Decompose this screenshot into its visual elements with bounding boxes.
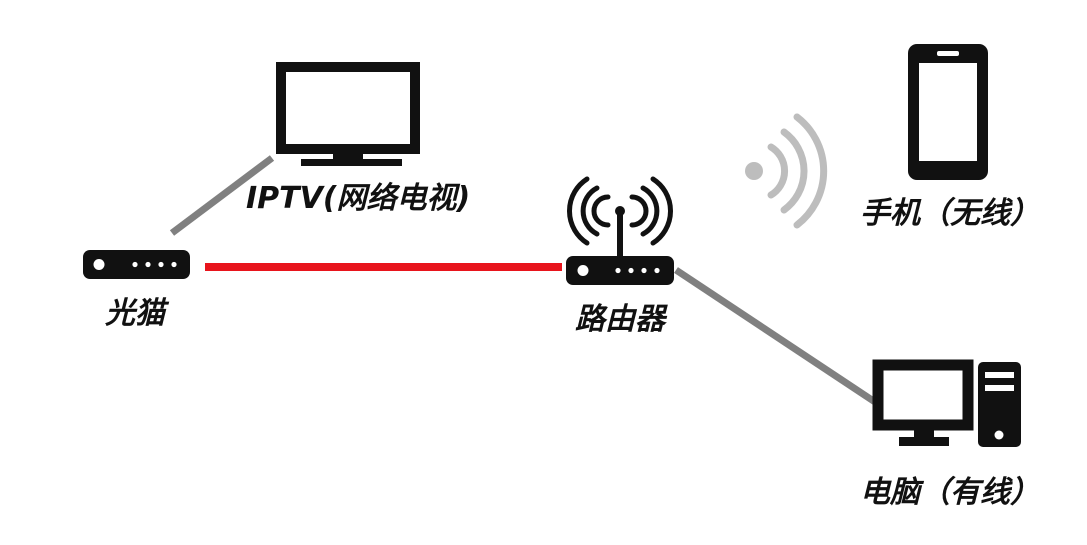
- link-router-pc: [674, 267, 880, 407]
- link-modem-iptv: [169, 155, 275, 236]
- tv-icon: [276, 62, 420, 166]
- modem-label: 光猫: [105, 296, 165, 331]
- modem-icon: [83, 250, 190, 279]
- router-icon: [566, 176, 674, 285]
- wifi-signal-icon: [745, 113, 828, 229]
- iptv-label: IPTV(网络电视): [246, 181, 471, 216]
- pc-label: 电脑（有线）: [860, 475, 1040, 510]
- router-label: 路由器: [575, 302, 665, 337]
- smartphone-icon: [908, 44, 988, 180]
- desktop-computer-icon: [872, 359, 1021, 447]
- phone-label: 手机（无线）: [860, 196, 1040, 231]
